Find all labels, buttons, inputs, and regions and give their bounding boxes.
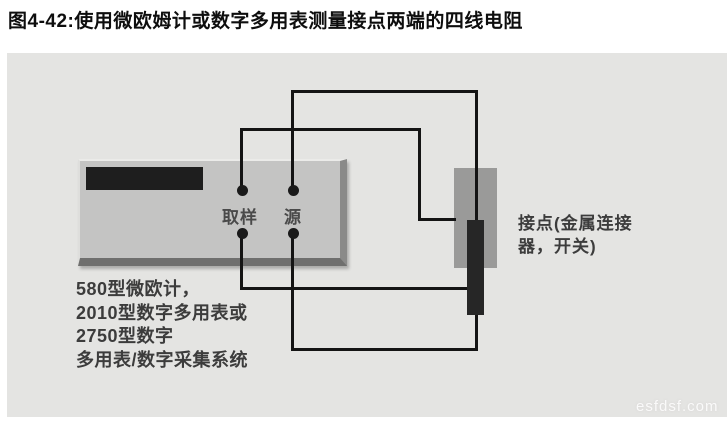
wire-sense-top-vertical <box>240 128 243 191</box>
contact-label-line-2: 器，开关) <box>518 237 597 256</box>
terminal-dot-source-top <box>288 185 299 196</box>
wire-source-top-horizontal <box>291 90 478 93</box>
wire-source-bottom-rise <box>475 312 478 351</box>
wire-source-bottom-horizontal <box>291 348 478 351</box>
figure-title: 图4-42:使用微欧姆计或数字多用表测量接点两端的四线电阻 <box>8 11 523 32</box>
terminal-label-sense: 取样 <box>222 208 258 227</box>
terminal-dot-source-bottom <box>288 228 299 239</box>
wire-sense-bottom-horizontal <box>240 287 469 290</box>
terminal-dot-sense-bottom <box>237 228 248 239</box>
wire-sense-top-into-contact <box>418 218 456 221</box>
wire-sense-bottom-vertical <box>240 234 243 290</box>
meter-caption-line-1: 580型微欧计， <box>76 279 201 299</box>
meter-caption-line-4: 多用表/数字采集系统 <box>76 349 249 370</box>
terminal-dot-sense-top <box>237 185 248 196</box>
contact-label: 接点(金属连接 器，开关) <box>518 212 633 258</box>
wire-sense-top-horizontal <box>240 128 421 131</box>
wire-sense-top-drop <box>418 128 421 221</box>
meter-caption-line-2: 2010型数字多用表或 <box>76 302 248 323</box>
terminal-label-source: 源 <box>284 208 302 227</box>
wire-source-top-drop <box>475 90 478 221</box>
watermark: esfdsf.com <box>636 398 719 415</box>
wire-source-bottom-vertical <box>291 234 294 351</box>
meter-caption: 580型微欧计， 2010型数字多用表或 2750型数字 多用表/数字采集系统 <box>76 278 248 372</box>
meter-caption-line-3: 2750型数字 <box>76 326 174 346</box>
contact-connector-pin <box>467 220 484 315</box>
contact-label-line-1: 接点(金属连接 <box>518 214 633 233</box>
meter-display-window <box>86 167 203 190</box>
wire-source-top-vertical <box>291 90 294 191</box>
